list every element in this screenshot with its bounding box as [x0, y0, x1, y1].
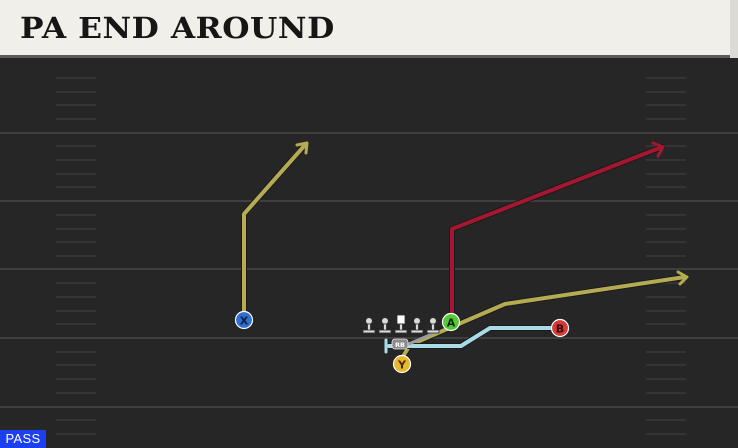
- yard-lines: [0, 132, 738, 408]
- route-fake: [403, 332, 433, 348]
- player-x-label: X: [240, 315, 249, 328]
- play-field: [0, 58, 738, 448]
- lineman: [378, 317, 392, 334]
- play-type-badge: PASS: [0, 430, 46, 448]
- route-b: [384, 325, 563, 354]
- route-x: [241, 141, 309, 323]
- rb-label: RB: [395, 341, 405, 349]
- lineman: [362, 317, 376, 334]
- header-edge: [730, 0, 738, 58]
- lineman: [426, 317, 440, 334]
- player-x[interactable]: X: [234, 310, 254, 330]
- lineman: [410, 317, 424, 334]
- route-a: [449, 141, 665, 325]
- player-a-label: A: [447, 317, 456, 330]
- hash-marks-right: [646, 77, 686, 435]
- player-y[interactable]: Y: [392, 354, 412, 374]
- rb-token[interactable]: RB: [391, 338, 409, 350]
- hash-marks-left: [56, 77, 96, 435]
- offensive-line: [362, 314, 440, 334]
- play-header: PA END AROUND: [0, 0, 738, 58]
- player-y-label: Y: [397, 359, 407, 372]
- player-a[interactable]: A: [441, 312, 461, 332]
- center: [394, 314, 408, 334]
- player-b-label: B: [556, 323, 564, 336]
- play-title: PA END AROUND: [20, 11, 335, 45]
- player-b[interactable]: B: [550, 318, 570, 338]
